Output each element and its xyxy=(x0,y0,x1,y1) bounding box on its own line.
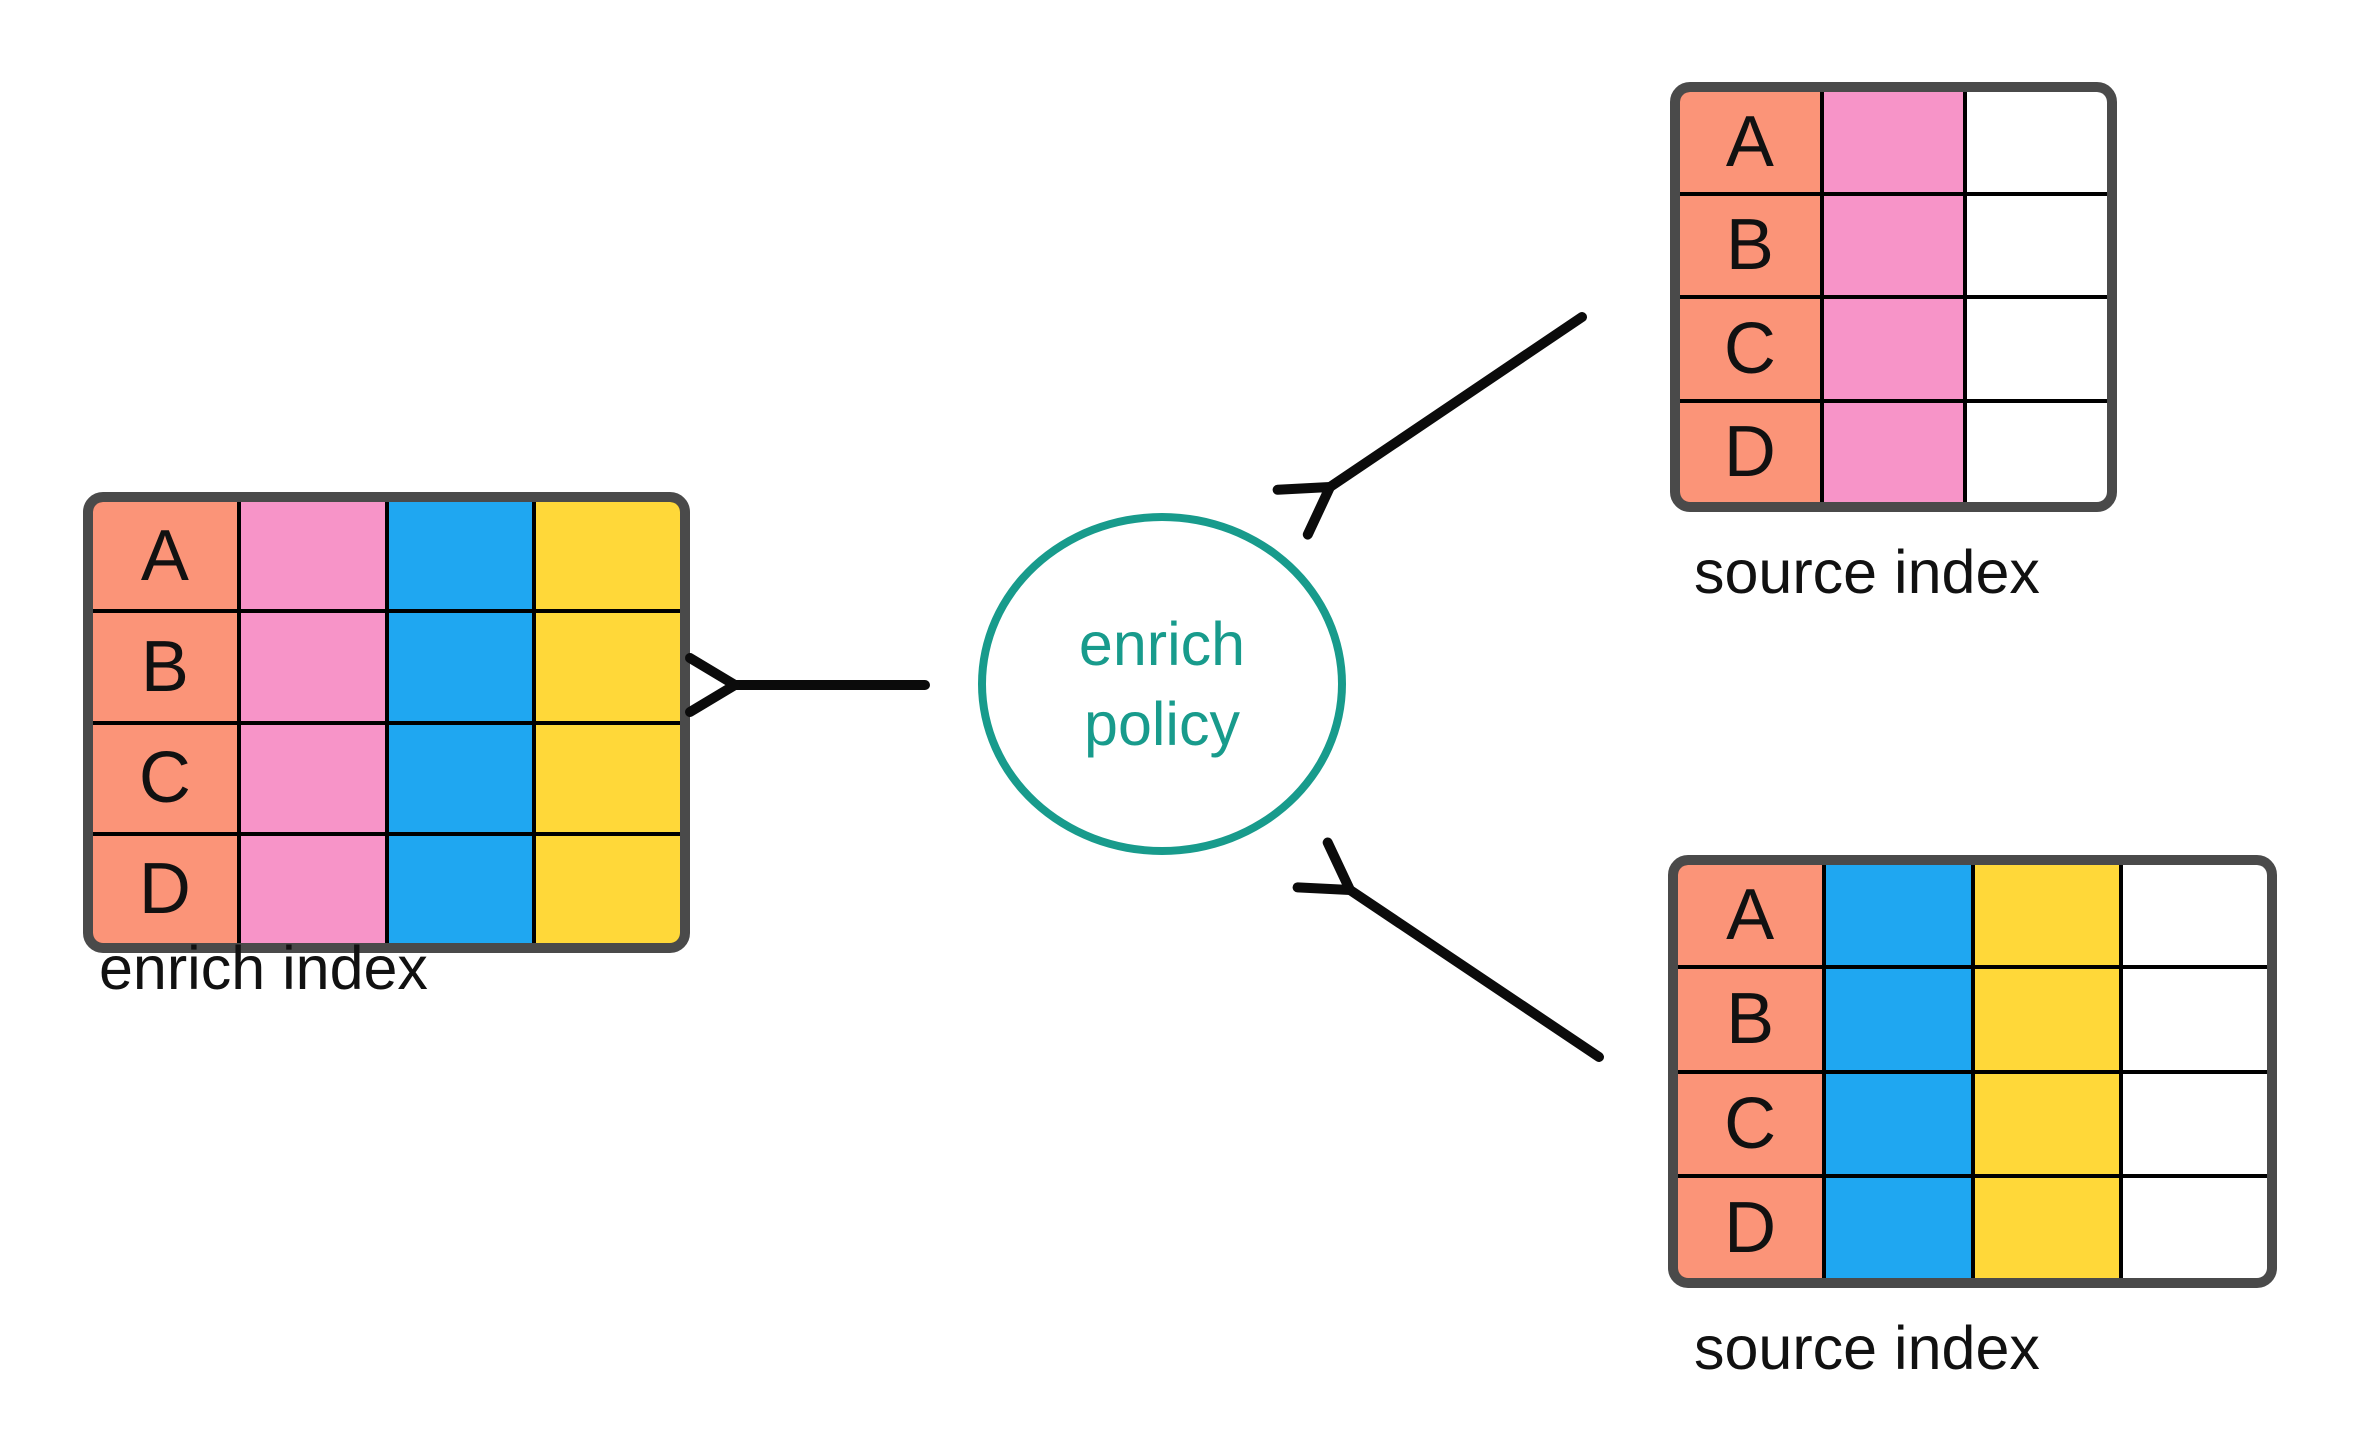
yellow-field-cell xyxy=(1974,865,2119,966)
pink-field-cell xyxy=(240,613,385,721)
yellow-field-cell xyxy=(536,724,680,832)
white-field-cell xyxy=(1967,195,2107,295)
blue-field-cell xyxy=(388,835,533,943)
blue-field-cell xyxy=(388,613,533,721)
arrow-source-bottom-to-policy xyxy=(1292,837,1604,1062)
row-key-cell: A xyxy=(1680,92,1820,192)
pink-field-cell xyxy=(240,502,385,610)
enrich-index-label: enrich index xyxy=(99,934,428,1002)
pink-field-cell xyxy=(240,724,385,832)
blue-field-cell xyxy=(1826,1073,1971,1174)
blue-field-cell xyxy=(388,724,533,832)
white-field-cell xyxy=(1967,299,2107,399)
yellow-field-cell xyxy=(1974,1073,2119,1174)
yellow-field-cell xyxy=(536,502,680,610)
row-key-cell: C xyxy=(93,724,237,832)
yellow-field-cell xyxy=(536,613,680,721)
blue-field-cell xyxy=(1826,969,1971,1070)
row-key-cell: A xyxy=(93,502,237,610)
row-key-cell: B xyxy=(1680,195,1820,295)
enrich-policy-circle: enrich policy xyxy=(978,513,1346,855)
source-index-label-bottom: source index xyxy=(1694,1314,2040,1382)
row-key-cell: B xyxy=(1678,969,1823,1070)
row-key-cell: C xyxy=(1678,1073,1823,1174)
source-index-label-top: source index xyxy=(1694,538,2040,606)
white-field-cell xyxy=(2122,969,2267,1070)
row-key-cell: D xyxy=(1678,1177,1823,1278)
row-key-cell: B xyxy=(93,613,237,721)
row-key-cell: C xyxy=(1680,299,1820,399)
arrow-source-top-to-policy xyxy=(1272,312,1587,540)
white-field-cell xyxy=(1967,402,2107,502)
blue-field-cell xyxy=(1826,865,1971,966)
enrich-policy-label-line2: policy xyxy=(1084,690,1240,758)
white-field-cell xyxy=(2122,1073,2267,1174)
white-field-cell xyxy=(1967,92,2107,192)
white-field-cell xyxy=(2122,865,2267,966)
pink-field-cell xyxy=(1823,92,1964,192)
pink-field-cell xyxy=(1823,299,1964,399)
white-field-cell xyxy=(2122,1177,2267,1278)
yellow-field-cell xyxy=(1974,1177,2119,1278)
blue-field-cell xyxy=(1826,1177,1971,1278)
yellow-field-cell xyxy=(1974,969,2119,1070)
pink-field-cell xyxy=(1823,402,1964,502)
row-key-cell: D xyxy=(1680,402,1820,502)
yellow-field-cell xyxy=(536,835,680,943)
row-key-cell: D xyxy=(93,835,237,943)
row-key-cell: A xyxy=(1678,865,1823,966)
pink-field-cell xyxy=(240,835,385,943)
enrich-policy-label-line1: enrich xyxy=(1078,610,1246,678)
pink-field-cell xyxy=(1823,195,1964,295)
blue-field-cell xyxy=(388,502,533,610)
